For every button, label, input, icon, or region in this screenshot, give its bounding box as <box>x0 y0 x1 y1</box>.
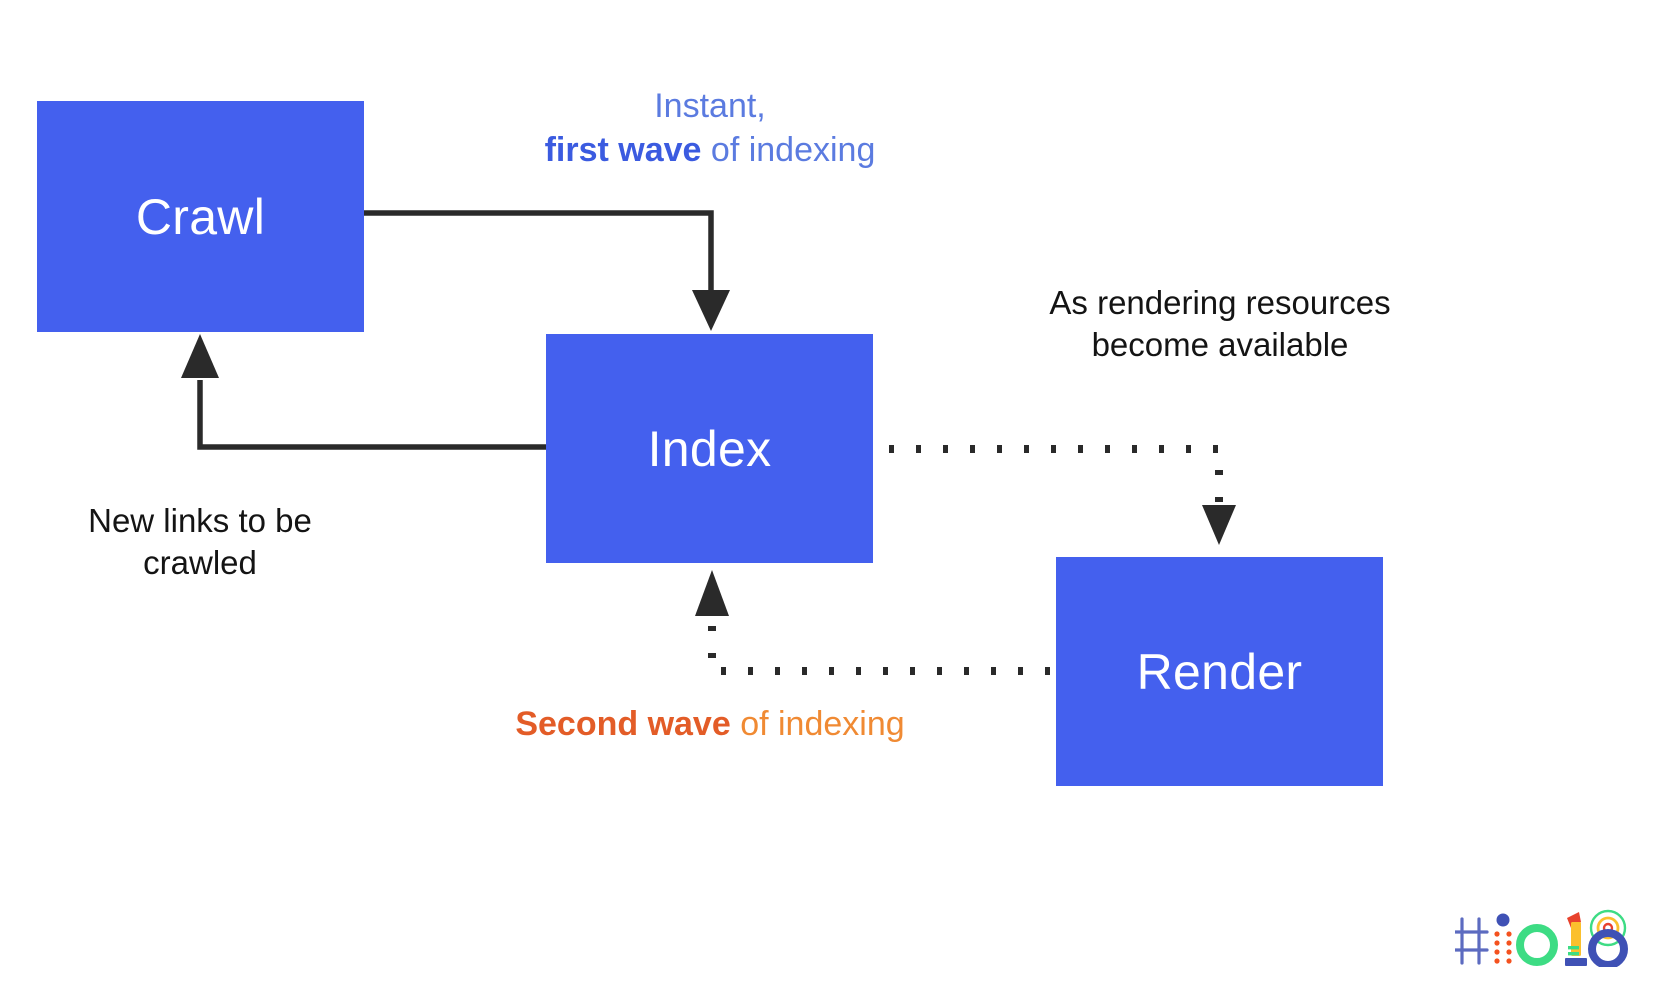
annotation-new-links-text: New links to be crawled <box>88 502 312 582</box>
node-crawl-label: Crawl <box>135 188 266 245</box>
logo-i-icon <box>1494 913 1512 964</box>
edge-render-to-index <box>695 570 1050 675</box>
logo-eight-icon <box>1588 909 1628 967</box>
edge-crawl-to-index <box>364 210 730 331</box>
annotation-second-wave-bold: Second wave <box>515 705 731 743</box>
node-crawl[interactable]: Crawl <box>37 101 364 332</box>
annotation-rendering-resources-text: As rendering resources become available <box>1049 284 1391 364</box>
logo-o-icon <box>1516 924 1558 966</box>
logo-hash-icon <box>1455 917 1489 965</box>
annotation-second-wave-rest: of indexing <box>730 705 905 743</box>
annotation-second-wave: Second wave of indexing <box>500 703 920 747</box>
annotation-first-wave-rest: of indexing <box>701 130 876 169</box>
annotation-rendering-resources: As rendering resources become available <box>1040 282 1400 366</box>
annotation-first-wave: Instant, first wave of indexing <box>450 85 970 172</box>
google-io-logo <box>1455 909 1628 967</box>
annotation-first-wave-bold: first wave <box>544 130 702 169</box>
node-index-label: Index <box>647 420 772 477</box>
edge-index-to-render <box>889 445 1236 545</box>
logo-one-icon <box>1565 912 1587 966</box>
annotation-first-wave-line2: first wave of indexing <box>450 129 970 173</box>
node-render[interactable]: Render <box>1056 557 1383 786</box>
node-render-label: Render <box>1136 643 1303 700</box>
edge-index-to-crawl <box>181 334 546 450</box>
annotation-first-wave-line1: Instant, <box>654 87 766 125</box>
node-index[interactable]: Index <box>546 334 873 563</box>
annotation-new-links: New links to be crawled <box>40 500 360 584</box>
